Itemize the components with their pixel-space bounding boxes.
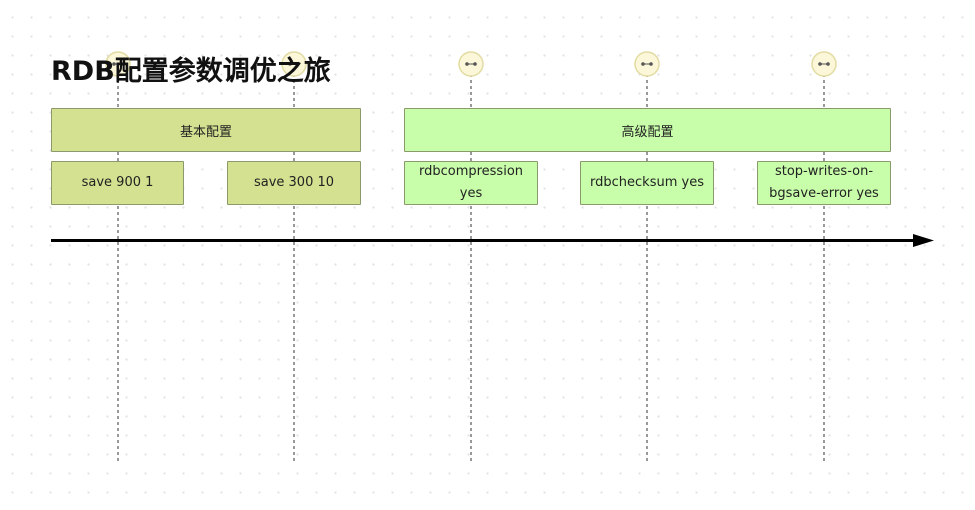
section-advanced-config: 高级配置	[404, 108, 891, 152]
marker-icon	[458, 51, 484, 77]
event-label: rdbchecksum yes	[590, 175, 704, 190]
event-label: save 300 10	[253, 175, 335, 190]
event-label: stop-writes-on-bgsave-error yes	[769, 164, 879, 201]
page-title: RDB配置参数调优之旅	[51, 56, 331, 87]
event-rdbchecksum: rdbchecksum yes	[580, 161, 714, 205]
event-rdbcompression: rdbcompression yes	[404, 161, 538, 205]
event-label: save 900 1	[81, 175, 154, 190]
event-label: rdbcompression yes	[418, 164, 524, 201]
marker-icon	[105, 51, 131, 77]
axis-arrowhead	[913, 234, 934, 247]
section-label: 基本配置	[179, 124, 232, 140]
time-axis	[51, 234, 934, 247]
event-stop-writes-on-bgsave-error: stop-writes-on-bgsave-error yes	[757, 161, 891, 205]
section-label: 高级配置	[621, 124, 674, 140]
marker-icon	[634, 51, 660, 77]
event-save-300-10: save 300 10	[227, 161, 361, 205]
section-basic-config: 基本配置	[51, 108, 361, 152]
marker-icon	[811, 51, 837, 77]
marker-icon	[281, 51, 307, 77]
event-save-900-1: save 900 1	[51, 161, 184, 205]
